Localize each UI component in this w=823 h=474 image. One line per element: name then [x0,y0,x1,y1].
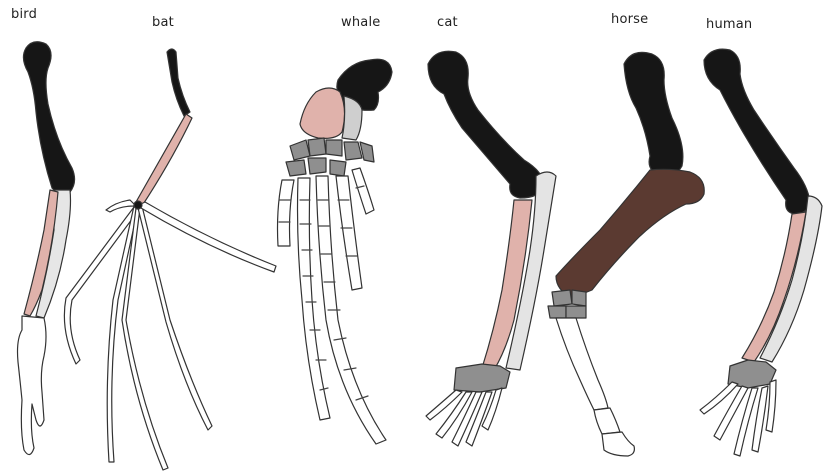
bird-limb [18,42,75,455]
bat-wrist [134,201,142,209]
cat-humerus [428,51,544,198]
bat-humerus [167,49,190,116]
human-humerus [704,49,810,214]
whale-phalanges [278,168,387,444]
cat-digits [426,388,502,446]
horse-lower-leg [556,318,634,456]
bird-hand [18,316,47,455]
horse-radius-ulna [556,169,704,298]
whale-radius [300,88,345,138]
bat-radius [136,114,192,206]
human-limb [700,49,822,456]
whale-limb [278,59,393,444]
horse-limb [548,52,704,456]
bat-digits [64,200,276,470]
horse-carpals [548,290,586,318]
human-digits [700,380,776,456]
bird-humerus [23,42,74,194]
horse-humerus [624,52,683,177]
cat-limb [426,51,556,446]
bat-limb [64,49,276,470]
